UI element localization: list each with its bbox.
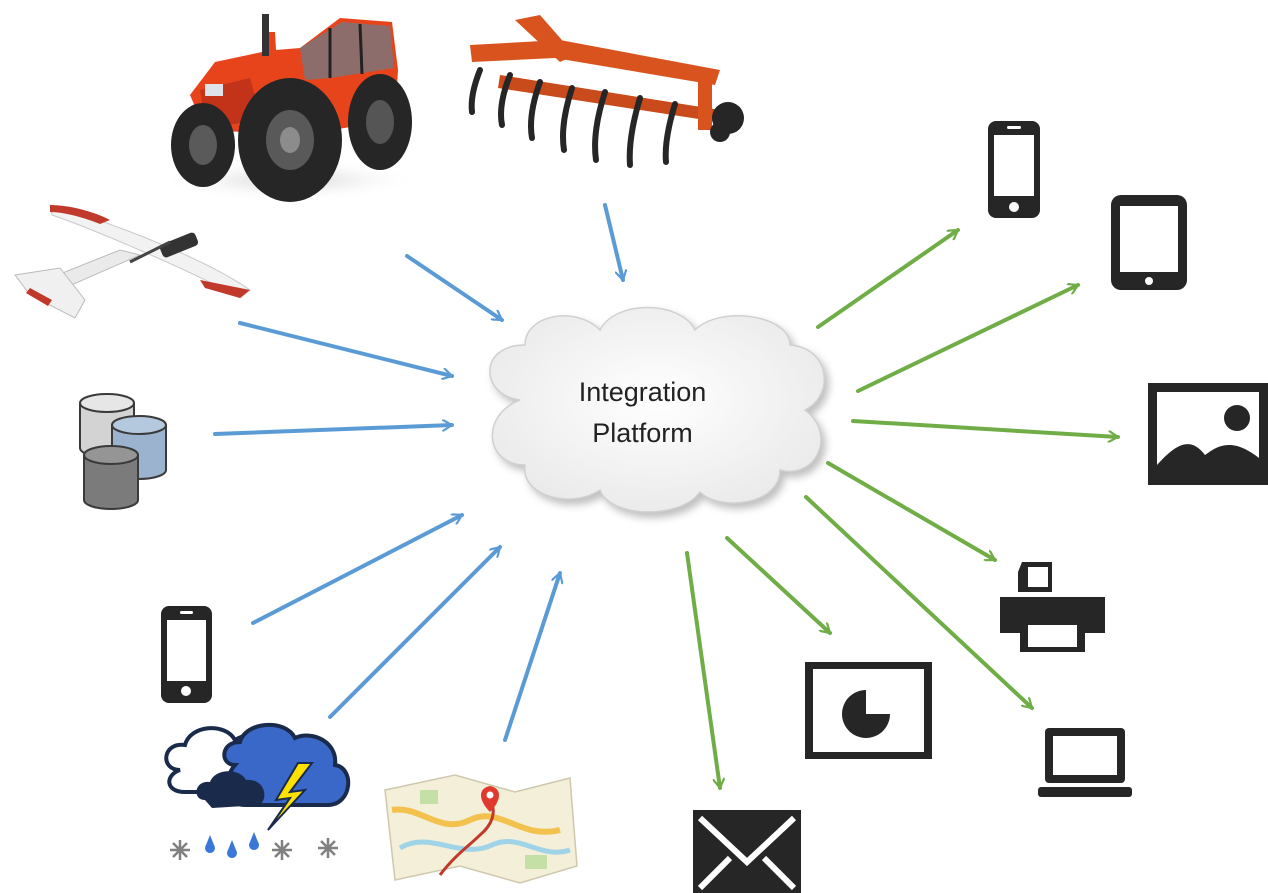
arrow-from-cultivator (603, 203, 623, 280)
map-pin-icon (384, 774, 578, 884)
arrow-to-email (685, 551, 720, 788)
input-arrows (213, 203, 623, 742)
tablet-icon (1111, 195, 1187, 290)
laptop-icon (1038, 728, 1132, 797)
arrow-from-map (503, 573, 560, 742)
arrow-to-image (851, 419, 1118, 437)
arrow-from-drone (238, 321, 452, 376)
arrow-from-weather (328, 545, 502, 719)
tractor-image (160, 14, 420, 202)
drone-plane-image (14, 204, 251, 319)
storm-weather-icon (164, 723, 351, 860)
cultivator-image (468, 15, 744, 168)
arrow-to-printer (826, 461, 997, 562)
arrow-to-tablet (856, 285, 1080, 393)
smartphone-input-icon (161, 606, 212, 703)
arrow-from-databases (213, 425, 452, 436)
picture-icon (1148, 383, 1268, 485)
envelope-icon (693, 810, 801, 893)
hub-label-line2: Platform (592, 418, 693, 448)
database-cylinders-icon (79, 393, 167, 510)
printer-icon (1000, 562, 1105, 652)
integration-platform-label: Integration Platform (540, 372, 745, 454)
arrow-from-mobile-phone (251, 513, 464, 625)
hub-label-line1: Integration (578, 377, 707, 407)
output-arrows (685, 228, 1118, 788)
arrow-to-laptop (804, 495, 1034, 710)
arrow-from-tractor (405, 254, 504, 322)
smartphone-icon (988, 121, 1040, 218)
pie-chart-report-icon (805, 662, 932, 759)
integration-platform-cloud (489, 306, 825, 513)
arrow-to-report (725, 536, 832, 635)
arrow-to-smartphone (816, 228, 960, 329)
